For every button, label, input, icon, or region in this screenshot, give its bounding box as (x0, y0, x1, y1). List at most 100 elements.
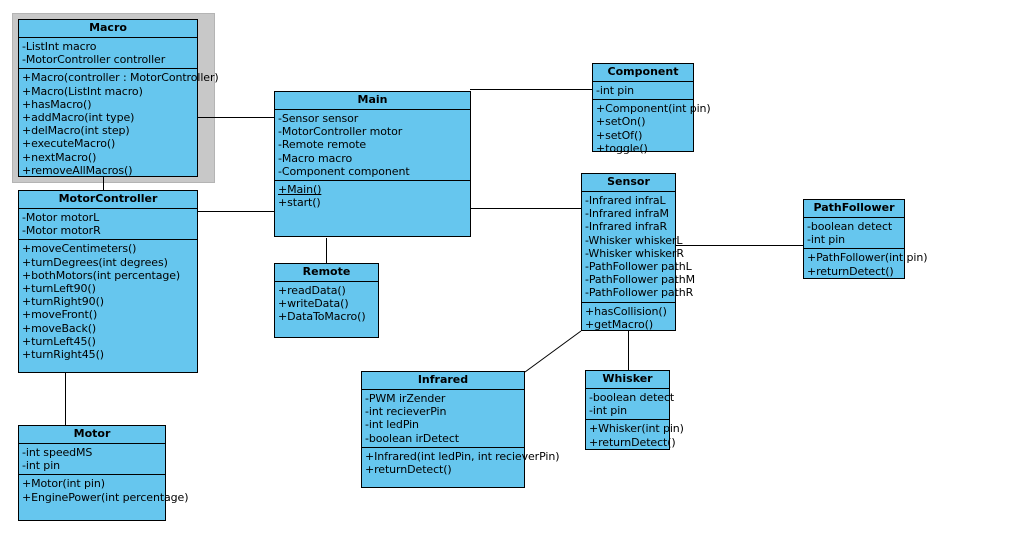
method-row: +returnDetect() (589, 435, 676, 449)
attribute-row: -int pin (807, 233, 846, 247)
method-row: +toggle() (596, 141, 648, 155)
connector-motorcontroller-main (198, 211, 275, 212)
attribute-row: -Component component (278, 164, 410, 178)
method-row: +turnDegrees(int degrees) (22, 255, 168, 269)
class-box-motorcontroller[interactable]: MotorController -Motor motorL -Motor mot… (18, 190, 198, 373)
class-methods-motorcontroller: +moveCentimeters() +turnDegrees(int degr… (19, 240, 197, 363)
method-row: +Component(int pin) (596, 102, 711, 116)
class-box-sensor[interactable]: Sensor -Infrared infraL -Infrared infraM… (581, 173, 696, 333)
class-methods-component: +Component(int pin) +setOn() +setOf() +t… (593, 100, 711, 157)
attribute-row: -ListInt macro (22, 40, 97, 53)
class-attributes-motor: -int speedMS -int pin (19, 444, 165, 476)
class-box-infrared[interactable]: Infrared -PWM irZender -int recieverPin … (361, 371, 560, 488)
class-title-pathfollower: PathFollower (804, 200, 904, 218)
method-row: +hasCollision() (585, 304, 667, 318)
attribute-row: -boolean detect (807, 220, 893, 233)
attribute-row: -boolean irDetect (365, 431, 460, 445)
class-title-motorcontroller: MotorController (19, 191, 197, 209)
attribute-row: -Whisker whiskerR (585, 246, 684, 260)
method-row: +setOf() (596, 128, 643, 142)
method-row: +getMacro() (585, 317, 654, 331)
method-row: +turnLeft90() (22, 282, 96, 296)
method-row: +Whisker(int pin) (589, 422, 684, 436)
class-title-remote: Remote (275, 264, 378, 282)
method-row: +moveCentimeters() (22, 242, 137, 256)
attribute-row: -Motor motorL (22, 211, 100, 224)
class-attributes-sensor: -Infrared infraL -Infrared infraM -Infra… (582, 192, 696, 303)
connector-sensor-whisker (628, 331, 629, 370)
connector-sensor-pathfollower (676, 245, 803, 246)
class-box-main[interactable]: Main -Sensor sensor -MotorController mot… (274, 91, 471, 237)
connector-main-remote (326, 238, 327, 263)
class-attributes-pathfollower: -boolean detect -int pin (804, 218, 904, 250)
connector-motorcontroller-motor (65, 373, 66, 425)
class-title-motor: Motor (19, 426, 165, 444)
attribute-row: -Macro macro (278, 151, 353, 165)
attribute-row: -Infrared infraL (585, 194, 666, 207)
class-title-component: Component (593, 64, 693, 82)
method-row: +writeData() (278, 297, 349, 311)
method-row-static: +Main() (278, 183, 322, 197)
method-row: +addMacro(int type) (22, 111, 135, 125)
method-row: +turnRight90() (22, 295, 104, 309)
method-row: +delMacro(int step) (22, 124, 130, 138)
attribute-row: -int pin (589, 404, 628, 418)
method-row: +returnDetect() (365, 463, 452, 477)
method-row: +moveBack() (22, 321, 97, 335)
class-attributes-whisker: -boolean detect -int pin (586, 389, 675, 421)
method-row: +moveFront() (22, 308, 98, 322)
method-row: +returnDetect() (807, 264, 894, 278)
attribute-row: -Remote remote (278, 138, 367, 152)
class-methods-motor: +Motor(int pin) +EnginePower(int percent… (19, 475, 189, 505)
attribute-row: -Whisker whiskerL (585, 233, 683, 247)
method-row: +start() (278, 196, 321, 210)
attribute-row: -int recieverPin (365, 405, 447, 419)
class-methods-main: +Main() +start() (275, 181, 470, 211)
method-row: +Macro(controller : MotorController) (22, 71, 219, 85)
class-methods-remote: +readData() +writeData() +DataToMacro() (275, 282, 378, 326)
method-row: +Motor(int pin) (22, 477, 105, 491)
attribute-row: -PathFollower pathR (585, 286, 694, 300)
connector-main-sensor (470, 208, 581, 209)
class-attributes-main: -Sensor sensor -MotorController motor -R… (275, 110, 470, 182)
attribute-row: -boolean detect (589, 391, 675, 404)
method-row: +turnLeft45() (22, 334, 96, 348)
class-methods-sensor: +hasCollision() +getMacro() (582, 303, 675, 333)
class-box-component[interactable]: Component -int pin +Component(int pin) +… (592, 63, 711, 155)
class-box-whisker[interactable]: Whisker -boolean detect -int pin +Whiske… (585, 370, 684, 450)
method-row: +PathFollower(int pin) (807, 251, 928, 265)
class-title-macro: Macro (19, 20, 197, 38)
attribute-row: -PathFollower pathM (585, 273, 696, 287)
attribute-row: -Infrared infraR (585, 220, 668, 234)
attribute-row: -int pin (596, 84, 635, 97)
attribute-row: -int pin (22, 459, 61, 473)
class-box-pathfollower[interactable]: PathFollower -boolean detect -int pin +P… (803, 199, 928, 279)
method-row: +EnginePower(int percentage) (22, 490, 189, 504)
method-row: +setOn() (596, 115, 646, 129)
class-title-main: Main (275, 92, 470, 110)
class-box-macro[interactable]: Macro -ListInt macro -MotorController co… (18, 19, 219, 179)
connector-macro-main (198, 117, 275, 118)
class-methods-macro: +Macro(controller : MotorController) +Ma… (19, 69, 219, 179)
class-title-sensor: Sensor (582, 174, 675, 192)
attribute-row: -Sensor sensor (278, 112, 359, 125)
attribute-row: -int speedMS (22, 446, 93, 459)
connector-macro-motorcontroller (103, 172, 104, 192)
method-row: +bothMotors(int percentage) (22, 268, 181, 282)
class-box-motor[interactable]: Motor -int speedMS -int pin +Motor(int p… (18, 425, 189, 521)
class-title-infrared: Infrared (362, 372, 524, 390)
class-attributes-motorcontroller: -Motor motorL -Motor motorR (19, 209, 197, 241)
class-box-remote[interactable]: Remote +readData() +writeData() +DataToM… (274, 263, 379, 338)
attribute-row: -MotorController controller (22, 53, 166, 67)
method-row: +nextMacro() (22, 150, 97, 164)
class-attributes-macro: -ListInt macro -MotorController controll… (19, 38, 197, 70)
attribute-row: -Infrared infraM (585, 207, 669, 221)
attribute-row: -PathFollower pathL (585, 260, 692, 274)
method-row: +DataToMacro() (278, 310, 366, 324)
method-row: +Infrared(int ledPin, int recieverPin) (365, 449, 560, 463)
class-attributes-component: -int pin (593, 82, 693, 101)
method-row: +readData() (278, 284, 346, 297)
connector-main-component (470, 89, 592, 90)
